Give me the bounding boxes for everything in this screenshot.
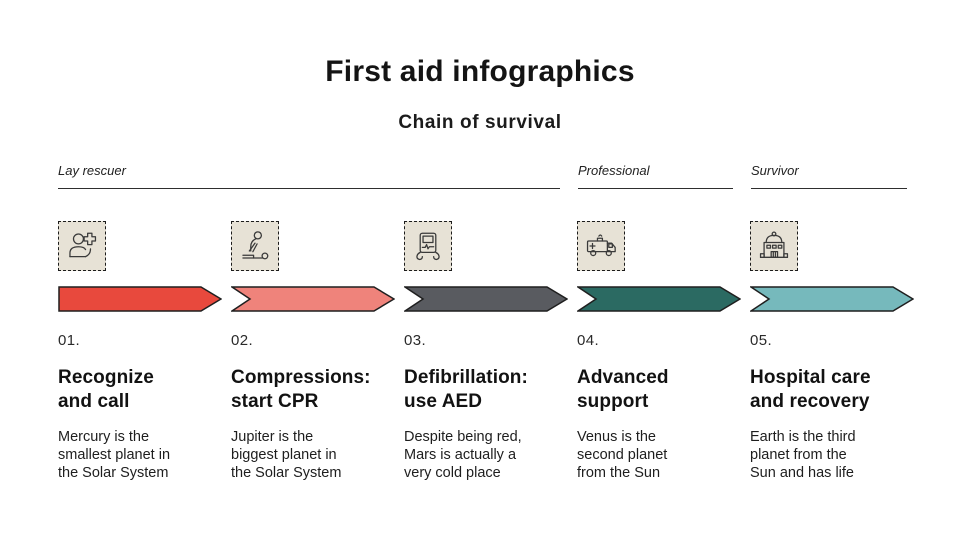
- step-description: Mercury is the smallest planet in the So…: [58, 429, 171, 481]
- step-description: Jupiter is the biggest planet in the Sol…: [231, 429, 342, 481]
- step-description: Despite being red, Mars is actually a ve…: [404, 429, 522, 481]
- step-title: Hospital care and recovery: [750, 367, 871, 412]
- step-number: 02.: [231, 332, 254, 349]
- step-title: Defibrillation: use AED: [404, 367, 528, 412]
- icon-box: [404, 221, 452, 271]
- steps-row: 01. Recognize and call Mercury is the sm…: [58, 221, 923, 482]
- chevron-arrow: [58, 286, 222, 312]
- group-label-text: Professional: [578, 163, 650, 178]
- page-title: First aid infographics: [325, 55, 635, 88]
- step-column-4: 04. Advanced support Venus is the second…: [577, 221, 750, 482]
- step-title: Recognize and call: [58, 367, 154, 412]
- step-column-3: 03. Defibrillation: use AED Despite bein…: [404, 221, 577, 482]
- group-label-text: Survivor: [751, 163, 799, 178]
- step-number: 01.: [58, 332, 81, 349]
- group-label-lay-rescuer: Lay rescuer: [58, 163, 560, 189]
- group-label-survivor: Survivor: [751, 163, 907, 189]
- step-number: 04.: [577, 332, 600, 349]
- step-description: Earth is the third planet from the Sun a…: [750, 429, 856, 481]
- chevron-arrow: [750, 286, 914, 312]
- chevron-arrow: [577, 286, 741, 312]
- icon-box: [231, 221, 279, 271]
- chevron-arrow: [231, 286, 395, 312]
- ambulance-icon: [586, 234, 616, 257]
- page-subtitle: Chain of survival: [398, 112, 562, 133]
- first-aider-person-icon: [69, 232, 97, 258]
- aed-defibrillator-icon: [416, 232, 440, 261]
- icon-box: [58, 221, 106, 271]
- icon-box: [750, 221, 798, 271]
- step-number: 03.: [404, 332, 427, 349]
- step-column-2: 02. Compressions: start CPR Jupiter is t…: [231, 221, 404, 482]
- step-title: Advanced support: [577, 367, 669, 412]
- group-label-professional: Professional: [578, 163, 733, 189]
- group-label-text: Lay rescuer: [58, 163, 126, 178]
- step-column-1: 01. Recognize and call Mercury is the sm…: [58, 221, 231, 482]
- step-number: 05.: [750, 332, 773, 349]
- step-column-5: 05. Hospital care and recovery Earth is …: [750, 221, 923, 482]
- step-description: Venus is the second planet from the Sun: [577, 429, 668, 481]
- step-title: Compressions: start CPR: [231, 367, 371, 412]
- hospital-building-icon: [759, 231, 789, 258]
- chevron-arrow: [404, 286, 568, 312]
- icon-box: [577, 221, 625, 271]
- cpr-compressions-icon: [242, 231, 269, 260]
